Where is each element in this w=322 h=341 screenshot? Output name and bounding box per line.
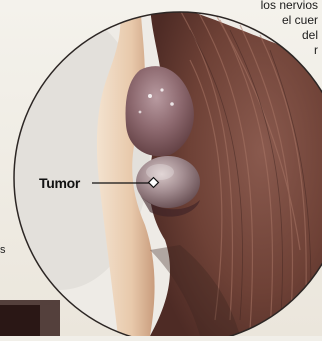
caption-line-3: del	[208, 28, 318, 43]
caption-line-4: r	[208, 43, 318, 58]
caption-line-1: los nervios	[208, 0, 318, 13]
caption-text: los nervios el cuer del r	[208, 0, 318, 58]
left-margin-letter: s	[0, 244, 6, 256]
tumor-label: Tumor	[39, 175, 80, 191]
caption-line-2: el cuer	[208, 13, 318, 28]
